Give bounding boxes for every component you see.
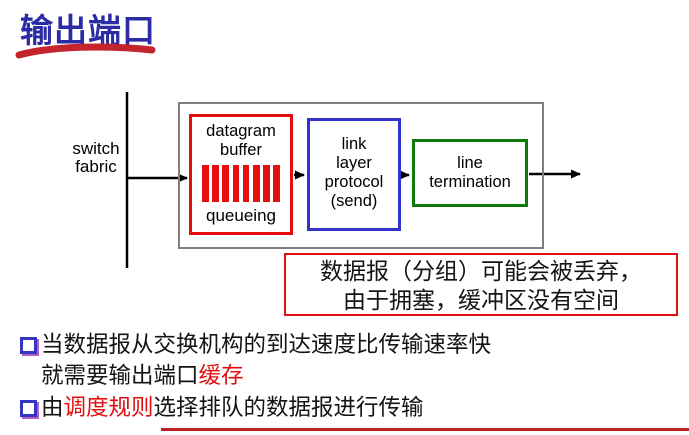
bullet-item-scheduling: 由调度规则选择排队的数据报进行传输 [41, 395, 424, 420]
datagram-buffer-label: datagram buffer [206, 122, 276, 159]
bullet-item-buffering: 当数据报从交换机构的到达速度比传输速率快 就需要输出端口缓存 [41, 329, 685, 391]
datagram-buffer-box: datagram buffer queueing [189, 114, 293, 235]
queue-bar [222, 165, 229, 202]
queue-bar [253, 165, 260, 202]
queueing-label: queueing [206, 206, 276, 225]
queue-bar [212, 165, 219, 202]
drop-note-line: 数据报（分组）可能会被丢弃， [320, 259, 642, 284]
line-termination-label: line termination [429, 154, 511, 191]
bottom-underline [161, 428, 689, 431]
bullet-square-icon [20, 337, 37, 354]
bullet-line: 就需要输出端口缓存 [41, 363, 244, 388]
bullet-square-icon [20, 400, 37, 417]
queue-bar [232, 165, 240, 202]
output-port-box [178, 102, 544, 249]
queue-bar [202, 165, 209, 202]
highlight-buffer-term: 缓存 [198, 363, 244, 388]
link-layer-box: link layer protocol (send) [307, 118, 401, 231]
queue-bars [202, 165, 280, 202]
link-layer-label: link layer protocol (send) [324, 135, 384, 210]
switch-fabric-label-line: fabric [75, 156, 117, 176]
queue-bar [263, 165, 270, 202]
drop-note-line: 由于拥塞，缓冲区没有空间 [343, 288, 619, 313]
switch-fabric-label-line: switch [72, 139, 120, 158]
title-underline-stroke [15, 43, 156, 59]
bullet-line: 当数据报从交换机构的到达速度比传输速率快 [41, 332, 492, 357]
drop-note-box: 数据报（分组）可能会被丢弃， 由于拥塞，缓冲区没有空间 [284, 253, 678, 316]
queue-bar [242, 165, 250, 202]
highlight-scheduling-term: 调度规则 [63, 395, 154, 420]
queue-bar [273, 165, 280, 202]
switch-fabric-label: switch fabric [58, 140, 134, 175]
line-termination-box: line termination [412, 139, 528, 207]
